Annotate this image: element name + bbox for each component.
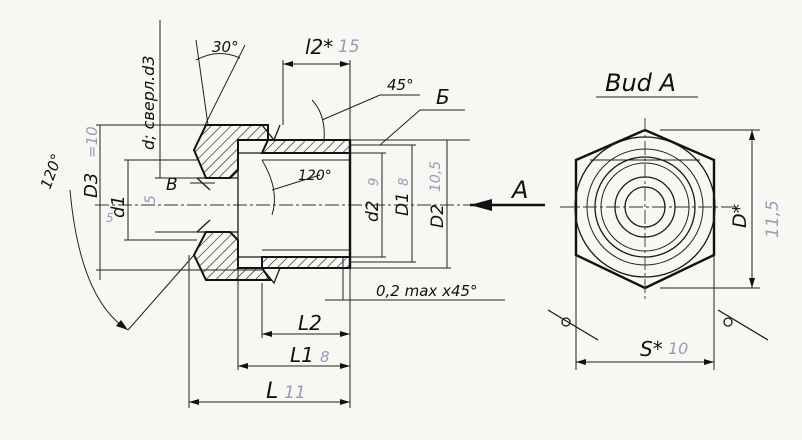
- D-pencil-note: 11,5: [763, 200, 783, 238]
- l2-pencil-note: 15: [338, 37, 360, 57]
- angle-30-arc: [195, 53, 241, 61]
- angle-45-leader: [321, 94, 381, 121]
- angle-120-arc: [69, 189, 129, 331]
- view-A-title: Bud A: [605, 69, 676, 97]
- d1-pencil-note: 5: [143, 195, 159, 204]
- l2-arrow-left: [283, 61, 293, 67]
- d1-pencil-left: 5: [106, 211, 114, 225]
- l2-label: l2*: [305, 35, 333, 59]
- L2-arrow-right: [340, 331, 350, 337]
- S-pencil-note: 10: [668, 339, 688, 358]
- angle-30-ext2: [204, 44, 246, 126]
- drill-note-label: d; сверл.d3: [139, 55, 158, 150]
- angle-120-arrow: [116, 320, 128, 330]
- angle-120-inner-label: 120°: [298, 168, 332, 184]
- d2-pencil-note: 9: [367, 178, 382, 186]
- flat-circle-right: [723, 317, 733, 327]
- l2-arrow-right: [340, 61, 350, 67]
- D-arrow-top: [749, 130, 755, 140]
- D1-pencil-note: 8: [397, 178, 412, 186]
- L1-label: L1: [290, 343, 314, 367]
- section-B-leader: [379, 109, 421, 146]
- section-view: [69, 20, 545, 408]
- D3-label: D3: [81, 173, 102, 198]
- angle-45-arc: [311, 99, 325, 141]
- angle-30-ext1: [195, 39, 209, 126]
- D-arrow-bottom: [749, 278, 755, 288]
- angle-120-ext: [127, 254, 195, 331]
- undercut-top: [261, 124, 281, 142]
- L1-arrow-right: [340, 363, 350, 369]
- L2-arrow-left: [262, 331, 272, 337]
- flat-marker-left: [547, 309, 599, 341]
- view-A-arrow-label: A: [510, 176, 528, 204]
- flat-marker-right: [717, 309, 769, 341]
- L-arrow-right: [340, 399, 350, 405]
- L-arrow-left: [189, 399, 199, 405]
- D1-label: D1: [393, 192, 413, 216]
- upper-spigot-wall: [260, 139, 351, 154]
- labels: 30° l2* 15 45° Б d; сверл.d3 120° D3 =10…: [37, 35, 783, 404]
- chamfer-label: 0,2 max x45°: [376, 282, 478, 300]
- view-A: [547, 96, 769, 370]
- drill-cone-bottom: [196, 219, 211, 233]
- S-arrow-right: [704, 359, 714, 365]
- L2-label: L2: [298, 311, 322, 335]
- d1-label: d1: [108, 195, 129, 218]
- S-star-label: S*: [640, 337, 663, 361]
- D1-pencil-note-2: 10,5: [428, 161, 444, 192]
- flat-circle-left: [561, 317, 571, 327]
- L1-pencil-note: 8: [320, 348, 330, 366]
- D-star-label: D*: [729, 204, 751, 228]
- lower-spigot-wall: [261, 256, 351, 269]
- L1-arrow-left: [238, 363, 248, 369]
- view-B-label: B: [166, 175, 178, 195]
- S-arrow-left: [576, 359, 586, 365]
- angle-30-label: 30°: [212, 38, 239, 56]
- inner-cone-arc: [261, 159, 275, 216]
- D3-pencil-note: =10: [83, 126, 101, 158]
- section-B-label: Б: [436, 85, 450, 109]
- drill-cone-top: [196, 177, 211, 191]
- d2-label: d2: [363, 200, 383, 222]
- L-pencil-note: 11: [284, 383, 306, 403]
- inner-cone-leader: [271, 174, 321, 191]
- angle-120-left-label: 120°: [37, 151, 66, 191]
- view-A-arrowhead: [470, 199, 492, 211]
- undercut-bottom: [261, 267, 281, 285]
- lower-hex-section: [192, 231, 272, 281]
- angle-45-label: 45°: [387, 76, 414, 94]
- L-label: L: [266, 379, 278, 404]
- D2-label: D2: [428, 204, 448, 228]
- upper-hex-section: [192, 124, 269, 179]
